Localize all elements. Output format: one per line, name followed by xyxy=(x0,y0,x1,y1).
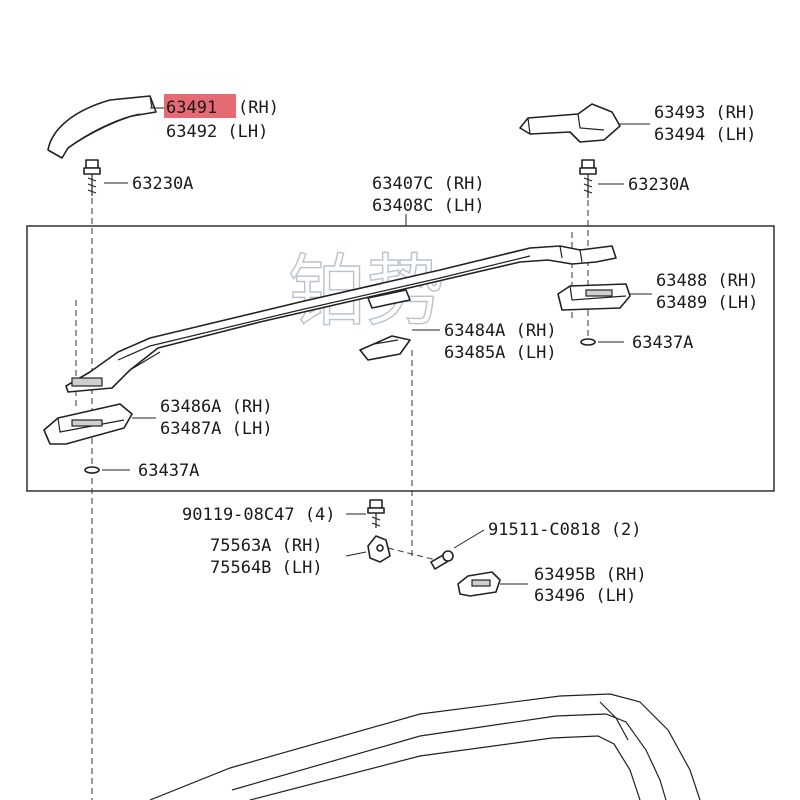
label-bracket-rh: 75563A (RH) xyxy=(210,536,323,556)
assembly-line-bracket xyxy=(387,547,437,561)
label-rear-leg-lh: 63489 (LH) xyxy=(656,293,758,313)
bracket-part xyxy=(367,535,391,563)
label-gasket-left: 63437A xyxy=(138,461,199,481)
label-front-cover-rh-suffix: (RH) xyxy=(238,98,279,118)
label-center-leg-rh: 63484A (RH) xyxy=(444,321,557,341)
label-rear-cover-lh: 63494 (LH) xyxy=(654,125,756,145)
bolt-left-part xyxy=(83,159,101,196)
front-leg-part xyxy=(43,403,133,445)
label-gasket-right: 63437A xyxy=(632,333,693,353)
roof-rail-part xyxy=(65,245,617,393)
screw-b-part xyxy=(430,550,454,570)
center-leg-part xyxy=(359,289,411,361)
screw-a-part xyxy=(367,499,385,528)
bolt-right-part xyxy=(579,159,597,198)
label-bolt-right: 63230A xyxy=(628,175,689,195)
label-rail-lh: 63408C (LH) xyxy=(372,196,485,216)
rear-leg-part xyxy=(557,283,631,311)
label-bolt-left: 63230A xyxy=(132,174,193,194)
label-rail-rh: 63407C (RH) xyxy=(372,174,485,194)
label-front-leg-rh: 63486A (RH) xyxy=(160,397,273,417)
label-rear-leg-rh: 63488 (RH) xyxy=(656,271,758,291)
front-rail-cover-part xyxy=(47,95,157,159)
end-cap-part xyxy=(457,571,501,597)
gasket-left-part xyxy=(84,466,100,474)
label-front-leg-lh: 63487A (LH) xyxy=(160,419,273,439)
label-front-cover-lh: 63492 (LH) xyxy=(166,122,268,142)
highlight-front-cover-part-number xyxy=(164,94,236,118)
rail-assembly-frame xyxy=(26,225,775,492)
vehicle-body-outline xyxy=(149,693,701,800)
leader-bracket xyxy=(345,551,367,557)
label-center-leg-lh: 63485A (LH) xyxy=(444,343,557,363)
gasket-right-part xyxy=(580,338,596,346)
label-cap-rh: 63495B (RH) xyxy=(534,565,647,585)
leader-screw-b xyxy=(453,529,485,549)
label-rear-cover-rh: 63493 (RH) xyxy=(654,103,756,123)
rear-rail-cover-part xyxy=(519,103,621,143)
label-front-cover-rh: 63491 xyxy=(166,98,217,118)
label-screw-a: 90119-08C47 (4) xyxy=(182,505,336,525)
label-cap-lh: 63496 (LH) xyxy=(534,586,636,606)
label-screw-b: 91511-C0818 (2) xyxy=(488,520,642,540)
label-bracket-lh: 75564B (LH) xyxy=(210,558,323,578)
